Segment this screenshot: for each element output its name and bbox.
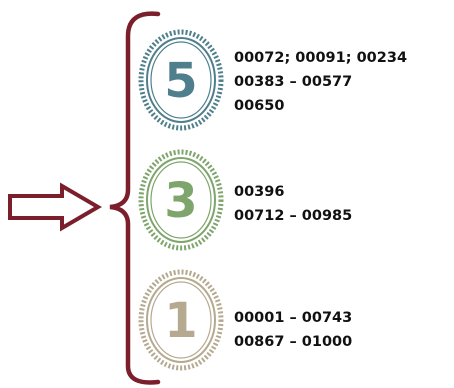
tier-3-badge: 3 — [138, 149, 224, 251]
tier-1-badge: 1 — [138, 269, 224, 371]
tier-5-line-1: 00072; 00091; 00234 — [234, 50, 407, 66]
tier-5-line-2: 00383 – 00577 — [234, 74, 352, 90]
tier-3-number: 3 — [164, 173, 197, 229]
tier-1: 1 00001 – 00743 00867 – 01000 — [138, 269, 352, 371]
right-arrow-icon — [8, 182, 102, 232]
tier-5-badge: 5 — [138, 29, 224, 131]
tier-3: 3 00396 00712 – 00985 — [138, 149, 352, 251]
tier-3-line-2: 00712 – 00985 — [234, 208, 352, 224]
tier-5-line-3: 00650 — [234, 98, 284, 114]
tier-5-number: 5 — [164, 53, 197, 109]
tier-3-line-1: 00396 — [234, 184, 284, 200]
tier-1-line-1: 00001 – 00743 — [234, 310, 352, 326]
tier-5: 5 00072; 00091; 00234 00383 – 00577 0065… — [138, 29, 407, 131]
curly-bracket — [109, 11, 161, 385]
tier-1-line-2: 00867 – 01000 — [234, 334, 352, 350]
tier-1-number: 1 — [164, 293, 197, 349]
